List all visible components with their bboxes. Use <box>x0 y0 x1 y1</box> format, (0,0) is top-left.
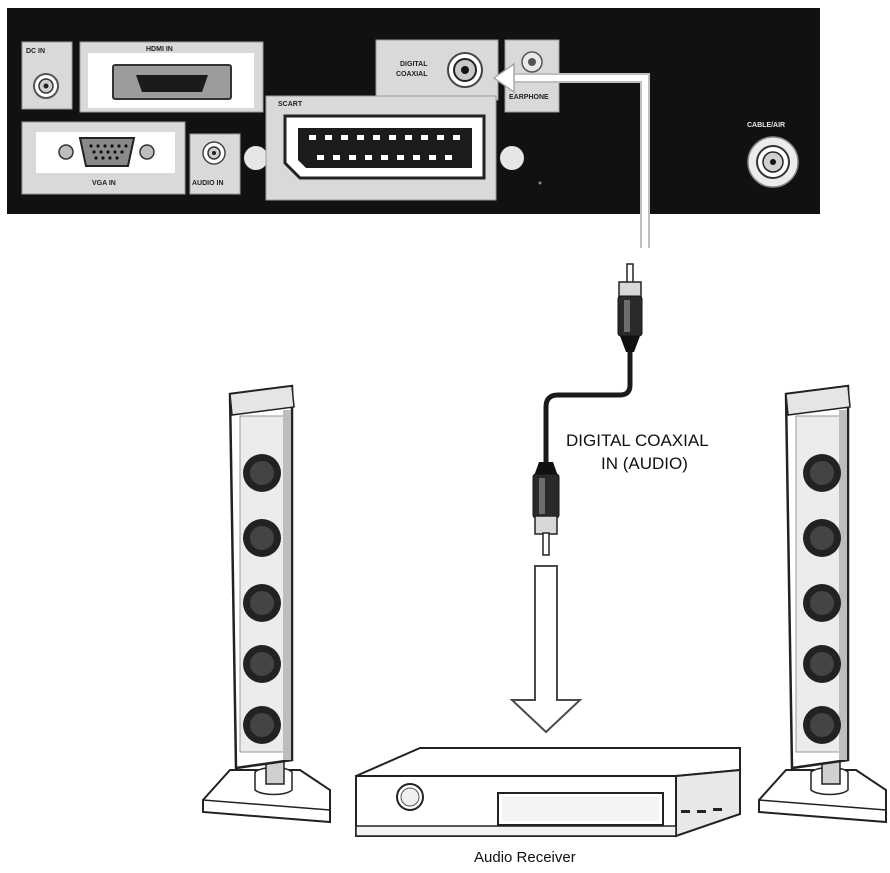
cable-air-port: CABLE/AIR <box>747 122 799 188</box>
dc-in-label: DC IN <box>26 48 45 55</box>
audio-in-label: AUDIO IN <box>192 180 224 187</box>
cable-caption-line1: DIGITAL COAXIAL <box>566 431 709 450</box>
vga-in-port: VGA IN <box>21 121 186 195</box>
audio-in-port: AUDIO IN <box>189 133 241 195</box>
right-speaker <box>758 384 887 824</box>
receiver-caption: Audio Receiver <box>474 849 576 866</box>
down-arrow <box>509 565 583 734</box>
earphone-label: EARPHONE <box>509 94 549 101</box>
rca-plug-top <box>617 263 643 352</box>
tv-back-panel: DC IN HDMI IN DIGITAL COAXIAL EARPHONE <box>7 8 820 214</box>
digital-coaxial-label-line1: DIGITAL <box>400 61 428 68</box>
scart-label: SCART <box>278 101 303 108</box>
left-speaker <box>202 384 331 824</box>
cable-air-label: CABLE/AIR <box>747 122 785 129</box>
dc-in-port: DC IN <box>21 41 73 110</box>
hdmi-in-label: HDMI IN <box>146 46 173 53</box>
right-speaker-drivers <box>803 454 841 744</box>
scart-screw-left <box>244 146 268 170</box>
panel-indicator-dot <box>538 181 542 185</box>
receiver-buttons <box>681 808 722 813</box>
hdmi-in-port: HDMI IN <box>79 41 264 113</box>
vga-in-label: VGA IN <box>92 180 116 187</box>
left-speaker-drivers <box>243 454 281 744</box>
arrow-head-left <box>492 62 515 94</box>
digital-coaxial-port: DIGITAL COAXIAL <box>375 39 499 101</box>
scart-screw-right <box>500 146 524 170</box>
audio-receiver <box>355 747 741 838</box>
rca-plug-bottom <box>532 462 560 556</box>
coaxial-cable <box>532 263 643 556</box>
connection-arrow <box>492 62 650 248</box>
cable-caption-line2: IN (AUDIO) <box>601 454 688 473</box>
scart-port: SCART <box>244 95 524 201</box>
digital-coaxial-label-line2: COAXIAL <box>396 71 428 78</box>
